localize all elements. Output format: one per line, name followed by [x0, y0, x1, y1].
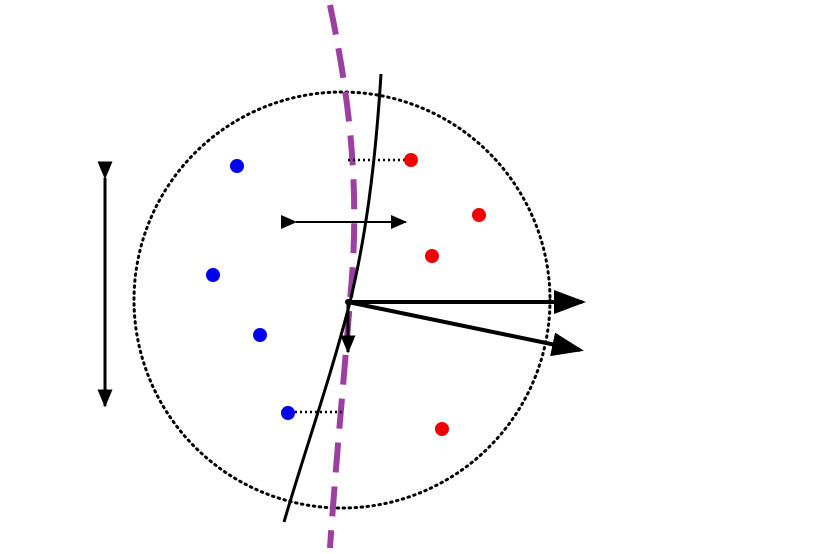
dashed-decision-boundary — [327, 4, 358, 549]
point-class-a — [206, 268, 220, 282]
solid-decision-boundary — [282, 73, 383, 523]
point-class-b — [472, 208, 486, 222]
gradient-arrow-tilted — [347, 300, 584, 357]
center-point — [345, 299, 351, 305]
point-class-a — [281, 406, 295, 420]
point-class-a — [253, 328, 267, 342]
point-class-b — [425, 249, 439, 263]
point-class-b — [435, 422, 449, 436]
point-class-a — [230, 159, 244, 173]
point-class-b — [404, 153, 418, 167]
